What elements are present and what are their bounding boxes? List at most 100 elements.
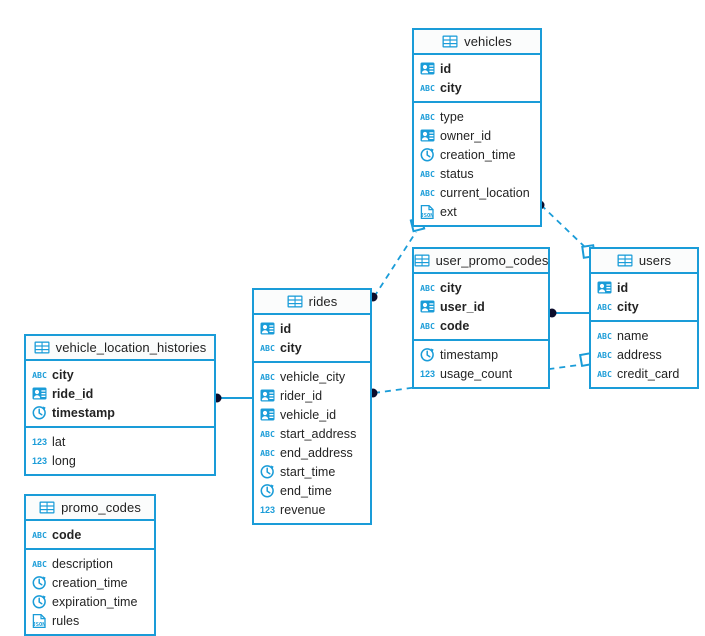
field-label: user_id (440, 299, 485, 314)
field-label: id (440, 61, 452, 76)
svg-text:ABC: ABC (420, 112, 435, 122)
abc-icon: ABC (597, 347, 612, 362)
field-row: ABC city (414, 278, 548, 297)
clock-icon (420, 347, 435, 362)
field-row: ABC code (26, 525, 154, 544)
id-card-icon (260, 321, 275, 336)
abc-icon: ABC (260, 445, 275, 460)
entity-header[interactable]: users (591, 249, 697, 274)
abc-icon: ABC (32, 367, 47, 382)
field-label: start_time (280, 464, 336, 479)
field-label: owner_id (440, 128, 492, 143)
abc-icon: ABC (420, 109, 435, 124)
table-icon (287, 295, 303, 309)
field-label: rules (52, 613, 80, 628)
abc-icon: ABC (420, 80, 435, 95)
field-label: revenue (280, 502, 326, 517)
id-card-icon (420, 128, 435, 143)
field-row: owner_id (414, 126, 540, 145)
abc-icon: ABC (597, 328, 612, 343)
field-row: timestamp (414, 345, 548, 364)
field-row: vehicle_id (254, 405, 370, 424)
field-row: creation_time (414, 145, 540, 164)
field-row: ABC credit_card (591, 364, 697, 383)
svg-text:ABC: ABC (260, 372, 275, 382)
field-row: ABC city (414, 78, 540, 97)
id-card-icon (260, 407, 275, 422)
entity-header[interactable]: promo_codes (26, 496, 154, 521)
svg-text:123: 123 (260, 505, 275, 515)
table-icon (442, 35, 458, 49)
field-label: timestamp (52, 405, 115, 420)
field-label: creation_time (440, 147, 516, 162)
entity-header[interactable]: vehicles (414, 30, 540, 55)
field-label: ride_id (52, 386, 94, 401)
field-row: JSON ext (414, 202, 540, 221)
svg-text:ABC: ABC (597, 331, 612, 341)
field-label: creation_time (52, 575, 128, 590)
svg-text:123: 123 (420, 369, 435, 379)
clock-icon (32, 575, 47, 590)
svg-text:123: 123 (32, 437, 47, 447)
abc-icon: ABC (260, 369, 275, 384)
clock-icon (420, 147, 435, 162)
id-card-icon (260, 388, 275, 403)
field-label: name (617, 328, 649, 343)
entity-title: vehicle_location_histories (55, 340, 207, 355)
json-icon: JSON (420, 204, 435, 219)
abc-icon: ABC (597, 366, 612, 381)
field-label: type (440, 109, 464, 124)
abc-icon: ABC (420, 280, 435, 295)
field-label: expiration_time (52, 594, 138, 609)
field-label: ext (440, 204, 457, 219)
abc-icon: ABC (597, 299, 612, 314)
abc-icon: ABC (420, 318, 435, 333)
table-icon (414, 254, 430, 268)
123-icon: 123 (32, 453, 47, 468)
abc-icon: ABC (420, 166, 435, 181)
field-label: city (440, 280, 462, 295)
field-row: creation_time (26, 573, 154, 592)
abc-icon: ABC (32, 527, 47, 542)
field-row: timestamp (26, 403, 214, 422)
entity-header[interactable]: rides (254, 290, 370, 315)
field-label: vehicle_city (280, 369, 346, 384)
entity-header[interactable]: vehicle_location_histories (26, 336, 214, 361)
id-card-icon (420, 61, 435, 76)
field-label: credit_card (617, 366, 680, 381)
field-label: city (440, 80, 462, 95)
field-row: ABC name (591, 326, 697, 345)
clock-icon (260, 483, 275, 498)
id-card-icon (420, 299, 435, 314)
field-row: start_time (254, 462, 370, 481)
svg-text:ABC: ABC (420, 283, 435, 293)
svg-text:ABC: ABC (260, 429, 275, 439)
entity-header[interactable]: user_promo_codes (414, 249, 548, 274)
field-row: rider_id (254, 386, 370, 405)
svg-text:ABC: ABC (420, 83, 435, 93)
edge-user-promo-codes-users (547, 308, 589, 318)
clock-icon (260, 464, 275, 479)
field-label: code (52, 527, 82, 542)
123-icon: 123 (32, 434, 47, 449)
